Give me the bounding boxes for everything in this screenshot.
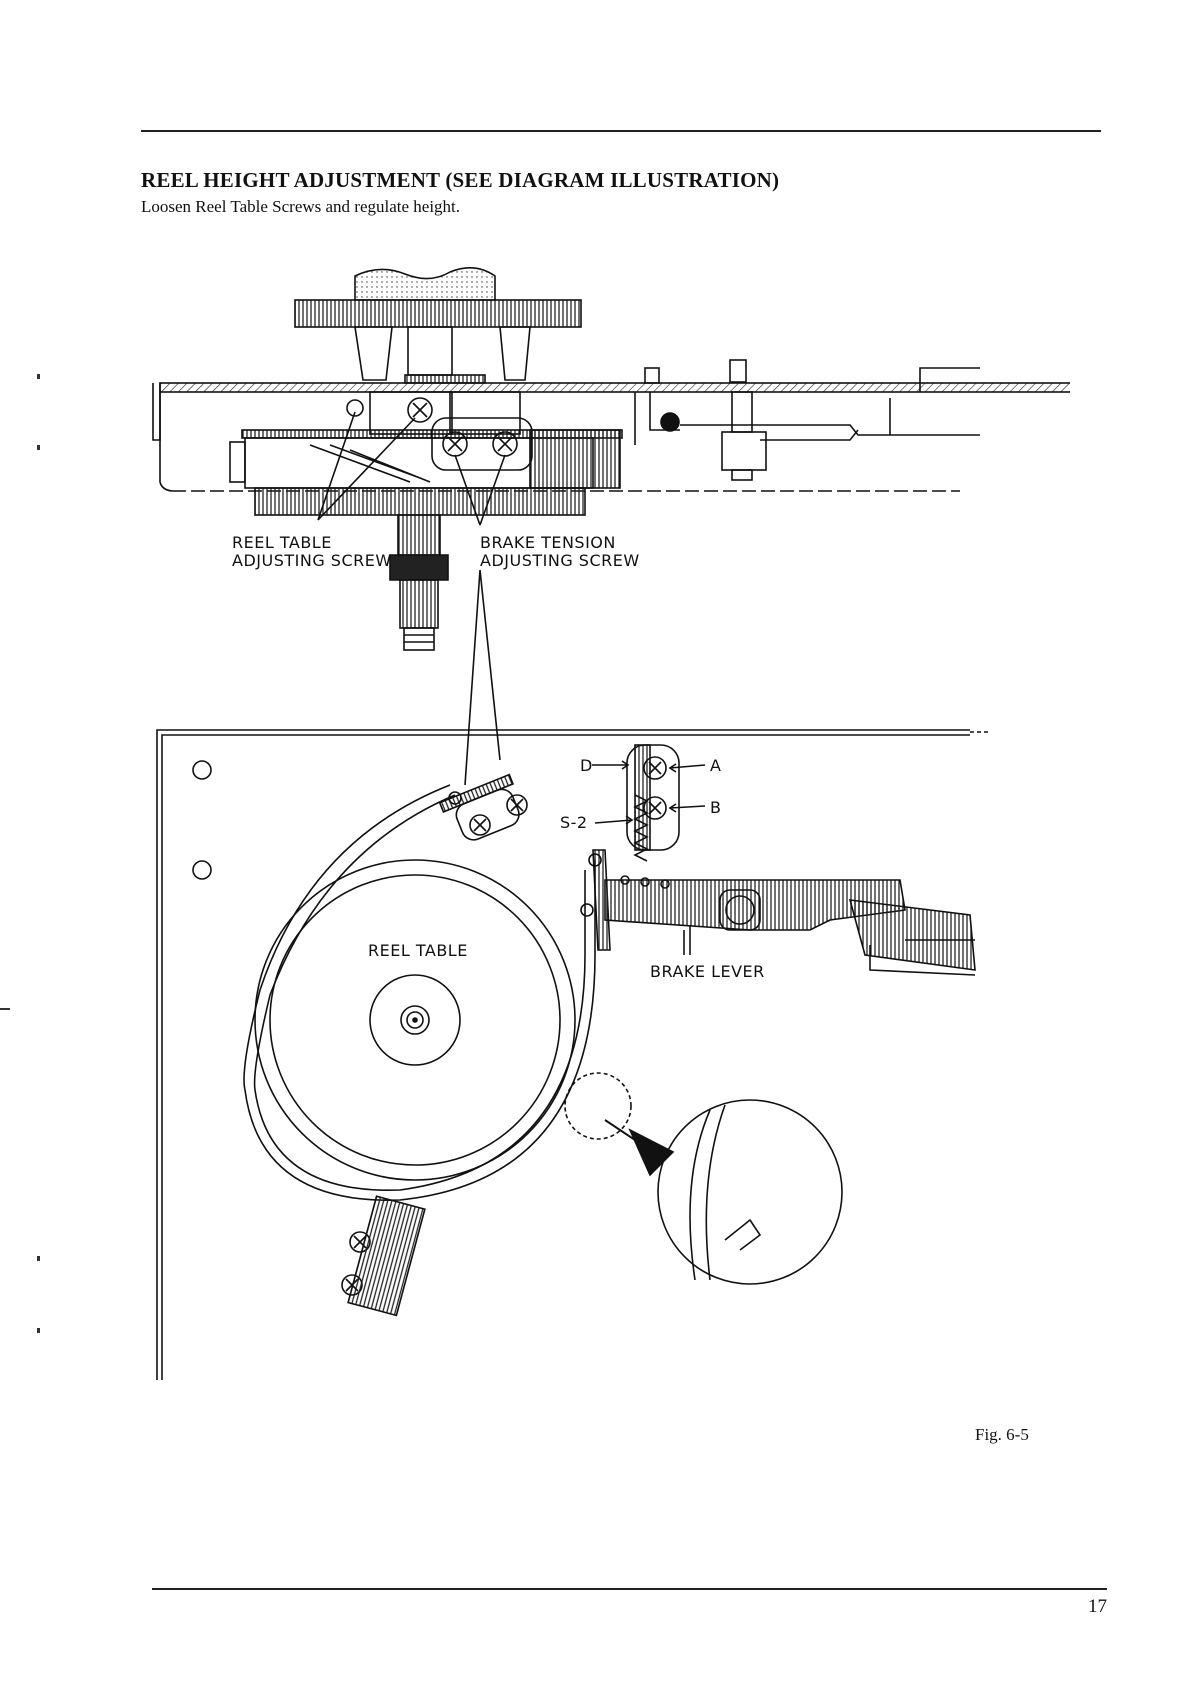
bottom-rule	[152, 1588, 1107, 1590]
callout-a: A	[710, 756, 721, 775]
figure-caption: Fig. 6-5	[975, 1425, 1029, 1445]
margin-mark	[37, 374, 40, 379]
callout-s2: S-2	[560, 813, 588, 832]
margin-mark	[37, 445, 40, 450]
top-rule	[141, 130, 1101, 132]
reel-table-screw-label: ADJUSTING SCREW	[232, 551, 392, 570]
page-title: REEL HEIGHT ADJUSTMENT (SEE DIAGRAM ILLU…	[141, 168, 779, 193]
reel-mechanism-diagram: REEL TABLE ADJUSTING SCREW BRAKE TENSION…	[150, 250, 1070, 1470]
callout-d: D	[580, 756, 593, 775]
side-view	[153, 268, 1070, 785]
brake-tension-screw-label: ADJUSTING SCREW	[480, 551, 640, 570]
page-number: 17	[1088, 1596, 1107, 1618]
margin-mark	[37, 1256, 40, 1261]
brake-lever-label: BRAKE LEVER	[650, 962, 765, 981]
diagram-svg: REEL TABLE ADJUSTING SCREW BRAKE TENSION…	[150, 250, 1070, 1470]
callout-b: B	[710, 798, 721, 817]
instruction-text: Loosen Reel Table Screws and regulate he…	[141, 197, 460, 217]
margin-mark	[0, 1008, 10, 1010]
brake-tension-screw-label: BRAKE TENSION	[480, 533, 616, 552]
margin-mark	[37, 1328, 40, 1333]
reel-table-label: REEL TABLE	[368, 941, 468, 960]
reel-table-screw-label: REEL TABLE	[232, 533, 332, 552]
